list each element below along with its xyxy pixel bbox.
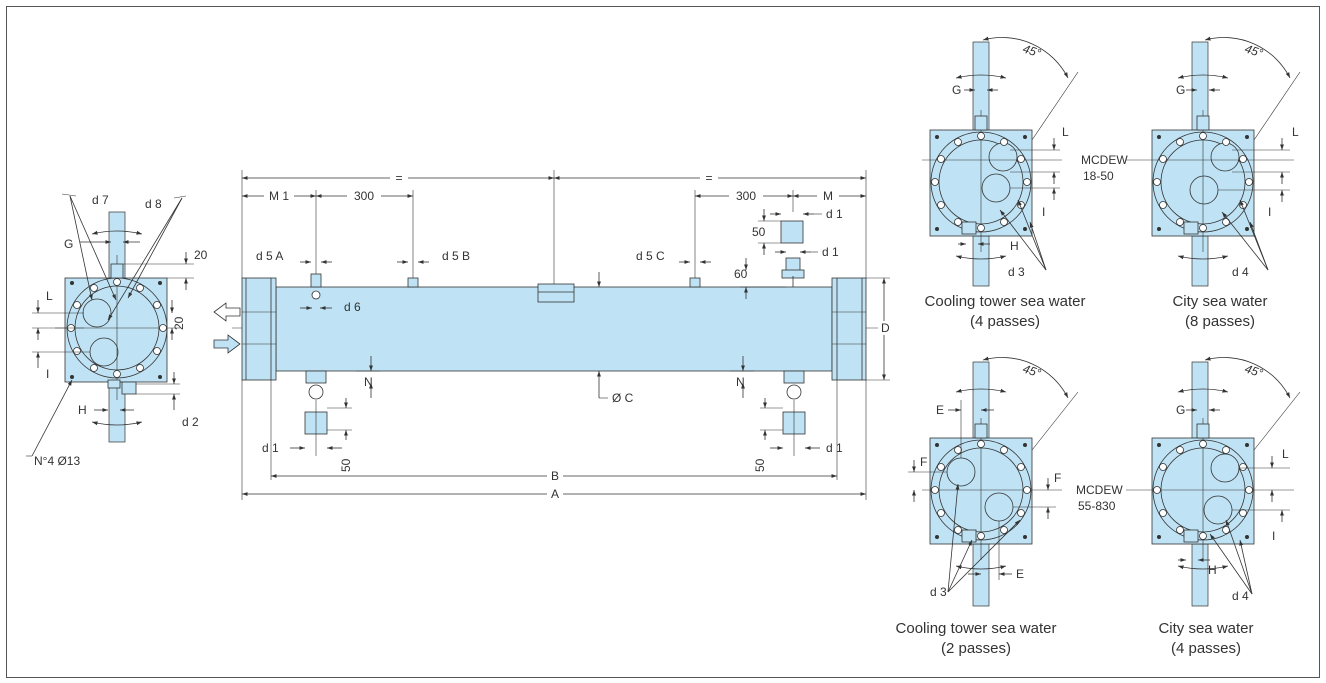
inlet-arrow	[213, 334, 241, 354]
model-label-1-line1: MCDEW	[1081, 153, 1128, 167]
variant-cooling-2-passes: 45° E F F E d 3 Cooling tower sea water …	[896, 356, 1079, 657]
dim-50-bottom-right: 50	[753, 458, 767, 472]
dim-n-right: N	[736, 375, 745, 389]
main-side-view: = = M 1 300 300 M d 5 A d 5 B d 5 C	[213, 170, 892, 501]
dim-d: D	[881, 321, 890, 335]
v3-label-f-left: F	[920, 455, 927, 469]
v3-angle: 45°	[1021, 362, 1043, 381]
dim-a: A	[551, 487, 559, 501]
end-view-port-upper	[82, 298, 112, 328]
dim-equal-right: =	[705, 171, 712, 185]
nozzle-d5c	[689, 277, 701, 288]
v1-label-g: G	[952, 83, 961, 97]
v1-angle: 45°	[1021, 42, 1043, 61]
right-head	[831, 277, 867, 381]
label-d1-bottom-left: d 1	[262, 441, 279, 455]
v4-label-g: G	[1176, 403, 1185, 417]
dim-m1: M 1	[269, 189, 289, 203]
bottom-nozzle-left	[305, 370, 327, 384]
variant-city-4-passes: 45° G L I H d 4 City sea water (4 passes…	[1144, 356, 1301, 657]
v3-label-e-bottom: E	[1016, 567, 1024, 581]
v1-label-i: I	[1042, 205, 1045, 219]
end-view-port-lower	[89, 337, 119, 367]
label-d7: d 7	[92, 193, 109, 207]
v1-label-h: H	[1010, 239, 1019, 253]
v2-caption1: City sea water	[1172, 293, 1267, 310]
v2-label-d: d 4	[1232, 265, 1249, 279]
variant-city-8-passes: 45° G L I d 4 City sea water (8 passes)	[1144, 36, 1301, 330]
vent-d6	[311, 290, 321, 300]
label-d1-top-upper: d 1	[826, 207, 843, 221]
v4-label-l: L	[1282, 447, 1289, 461]
label-g: G	[64, 237, 73, 251]
v3-label-d: d 3	[930, 585, 947, 599]
model-label-2-line1: MCDEW	[1076, 483, 1123, 497]
dim-oc: Ø C	[612, 391, 634, 405]
v4-label-h: H	[1208, 563, 1217, 577]
v3-label-e-top: E	[936, 403, 944, 417]
v4-caption1: City sea water	[1158, 620, 1253, 637]
end-view: d 7 d 8 G 20 L 20 I H	[26, 193, 208, 468]
drawing-frame	[6, 6, 1320, 678]
dim-20-side: 20	[172, 316, 186, 330]
top-connection-flange	[780, 220, 804, 244]
label-d2: d 2	[182, 415, 199, 429]
v3-caption1: Cooling tower sea water	[896, 620, 1057, 637]
dim-300-right: 300	[736, 189, 756, 203]
dim-equal-left: =	[395, 171, 402, 185]
model-label-1-line2: 18-50	[1083, 169, 1114, 183]
dim-m: M	[823, 189, 833, 203]
label-d8: d 8	[145, 197, 162, 211]
label-holes: N°4 Ø13	[34, 454, 80, 468]
label-l: L	[46, 289, 53, 303]
v1-label-l: L	[1062, 125, 1069, 139]
junction-box	[537, 283, 575, 303]
variant-cooling-4-passes: 45° G L I H d 3 Cooling tower sea water …	[922, 36, 1086, 330]
v2-angle: 45°	[1243, 42, 1265, 61]
v3-caption2: (2 passes)	[941, 640, 1011, 657]
v1-caption2: (4 passes)	[970, 313, 1040, 330]
v2-caption2: (8 passes)	[1185, 313, 1255, 330]
nozzle-d5b	[407, 277, 419, 288]
label-d5c: d 5 C	[636, 249, 665, 263]
dim-60: 60	[734, 267, 748, 281]
v4-caption2: (4 passes)	[1171, 640, 1241, 657]
v2-label-l: L	[1292, 125, 1299, 139]
v3-label-f-right: F	[1054, 471, 1061, 485]
dim-50-bottom-left: 50	[339, 458, 353, 472]
v2-label-g: G	[1176, 83, 1185, 97]
label-h: H	[78, 403, 87, 417]
dim-n-left: N	[364, 375, 373, 389]
v2-label-i: I	[1268, 205, 1271, 219]
v4-label-d: d 4	[1232, 589, 1249, 603]
outlet-arrow	[213, 302, 241, 322]
v1-label-d: d 3	[1008, 265, 1025, 279]
dim-300-left: 300	[354, 189, 374, 203]
bottom-nozzle-right	[783, 370, 805, 384]
label-d5a: d 5 A	[256, 249, 283, 263]
dim-20-top: 20	[194, 248, 208, 262]
label-d1-bottom-right: d 1	[826, 441, 843, 455]
label-d1-top-lower: d 1	[822, 245, 839, 259]
model-label-2-line2: 55-830	[1078, 499, 1116, 513]
nozzle-d5a	[310, 273, 322, 288]
v4-angle: 45°	[1243, 362, 1265, 381]
v1-caption1: Cooling tower sea water	[925, 293, 1086, 310]
end-view-bolts	[67, 278, 167, 379]
label-i: I	[46, 367, 49, 381]
v4-label-i: I	[1272, 529, 1275, 543]
dim-50-top: 50	[752, 225, 766, 239]
label-d5b: d 5 B	[442, 249, 470, 263]
label-d6: d 6	[344, 300, 361, 314]
left-head	[241, 277, 277, 381]
dim-b: B	[551, 469, 559, 483]
